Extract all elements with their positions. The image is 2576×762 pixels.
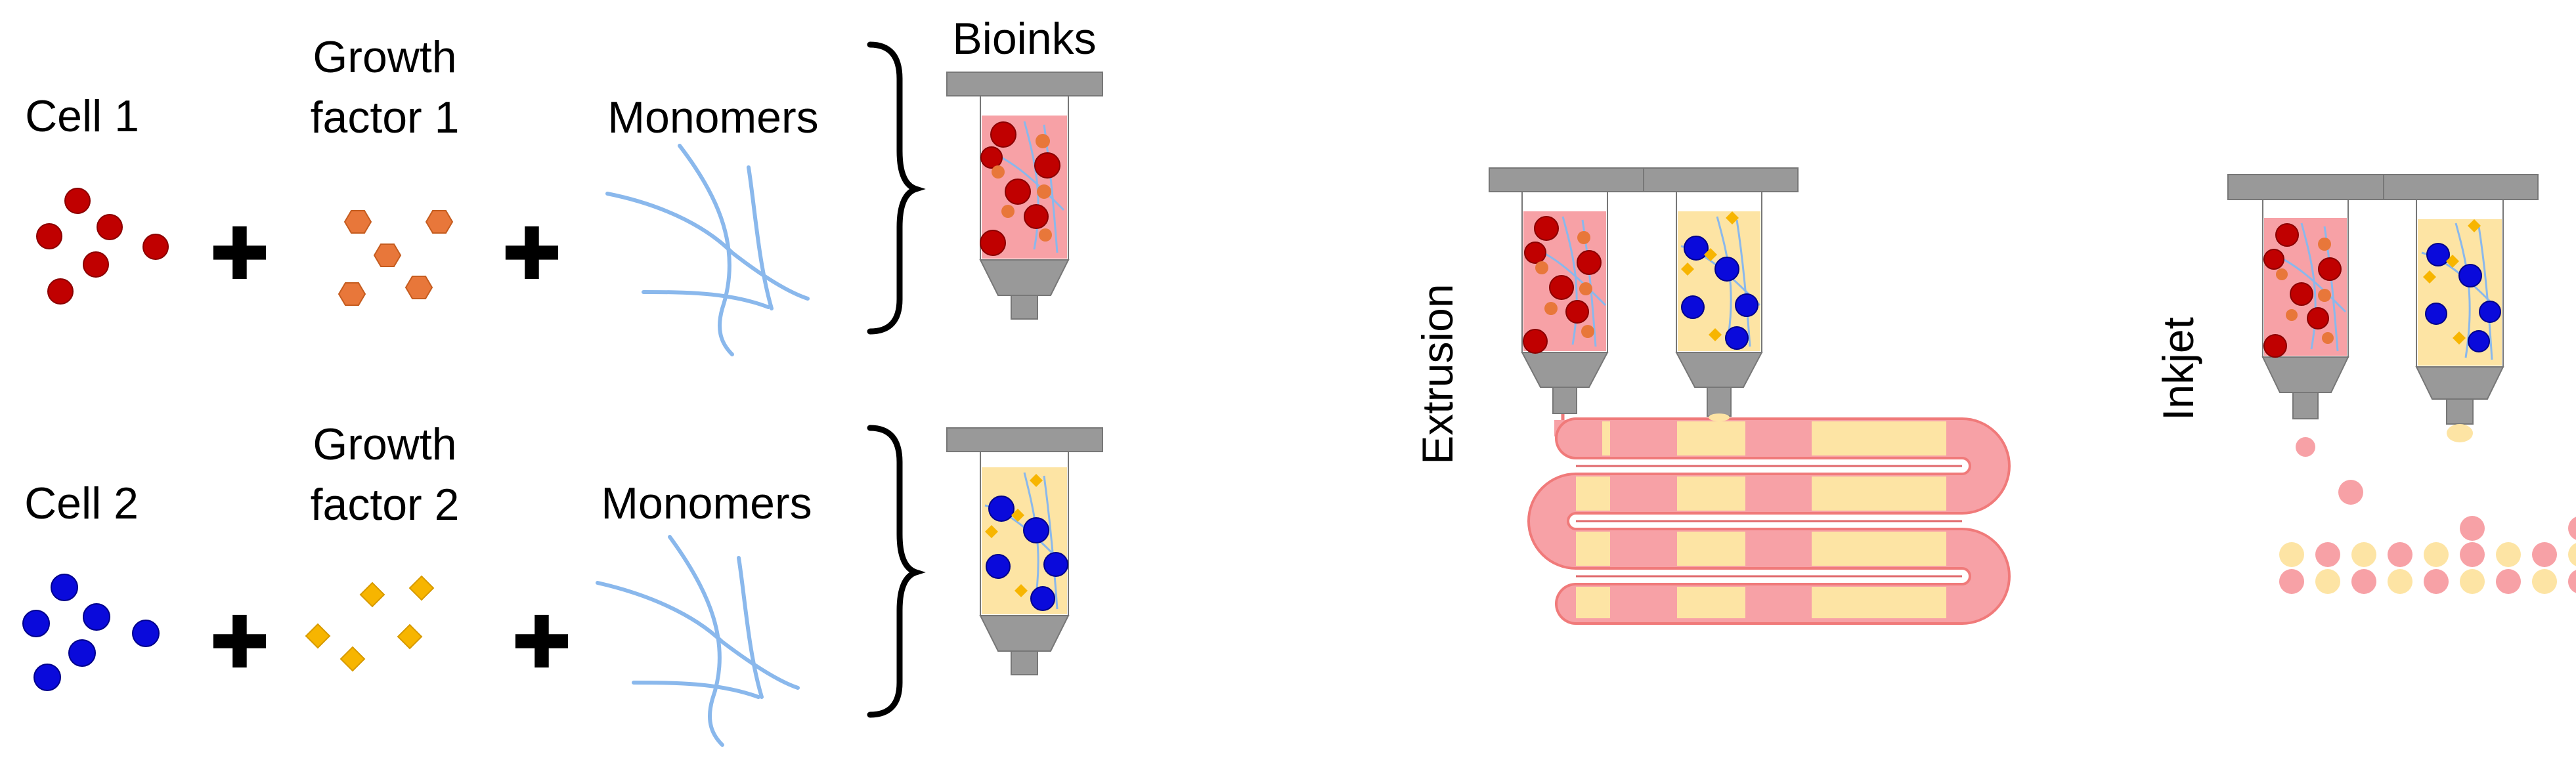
label-growth-factor-2-line-2: factor 2 [311,480,460,530]
droplet-icon [2296,437,2315,457]
syringe-icon [2383,174,2539,425]
printed-dot [2279,542,2304,567]
growth-factor-1-hexagon [343,210,372,234]
growth-factor-1-hexagon [425,210,454,234]
printed-dot [2532,569,2557,594]
plus-icon: ✚ [512,601,572,685]
droplet-icon [2338,480,2363,505]
cell-2-dot [51,574,78,601]
label-growth-factor-1-line-1: Growth [313,32,456,82]
growth-factor-1-hexagon [404,276,433,299]
printed-dot [2424,569,2449,594]
printed-dot [2315,569,2340,594]
growth-factor-2-diamond [339,646,366,672]
printed-dot [2424,542,2449,567]
printed-dot [2568,517,2576,540]
cell-2-dot [33,664,61,691]
label-group: Cell 1 Growth factor 1 Monomers Cell 2 G… [24,14,2202,530]
printed-dot [2279,569,2304,594]
growth-factor-1-hexagon [373,243,402,267]
label-cell-2: Cell 2 [24,478,139,528]
growth-factor-2-diamond [305,623,331,649]
cell-2-dot [83,603,110,631]
cell-2-dot [132,620,160,647]
cell-2-dot [68,639,96,667]
printed-dot [2568,543,2576,566]
monomers-2-strands [596,535,800,747]
plus-icon: ✚ [209,601,270,685]
plus-icon: ✚ [502,212,562,296]
printed-dot [2460,569,2485,594]
printed-dot [2460,516,2485,541]
printed-dot [2568,570,2576,593]
printed-dot [2460,542,2485,567]
growth-factor-1-group [338,210,454,306]
printed-dot [2388,569,2412,594]
cell-1-dot [47,278,74,305]
printed-dot [2388,542,2412,567]
cell-1-dot [36,223,62,249]
label-extrusion: Extrusion [1413,284,1462,464]
growth-factor-2-diamond [359,582,385,608]
cell-2-dot [22,610,50,637]
printed-dot [2496,569,2521,594]
cells-1-group [36,188,169,305]
printed-dot [2532,542,2557,567]
syringe-icon [2227,174,2384,419]
cell-1-dot [83,251,109,278]
printed-dot [2315,542,2340,567]
growth-factor-2-diamond [397,624,423,650]
label-growth-factor-1-line-2: factor 1 [311,93,460,142]
cell-1-dot [64,188,91,214]
droplet-icon-group [2296,424,2473,505]
growth-factor-2-group [305,575,435,672]
growth-factor-1-hexagon [338,282,366,306]
label-growth-factor-2-line-1: Growth [313,419,456,469]
printed-dot [2351,542,2376,567]
growth-factor-2-diamond [408,575,435,601]
label-cell-1: Cell 1 [25,91,139,141]
monomers-1-strands [605,144,810,356]
syringe-icon [1643,167,1799,421]
label-monomers-2: Monomers [601,478,812,528]
droplet-icon [2447,424,2473,442]
printed-dot [2496,542,2521,567]
cell-1-dot [142,234,169,260]
syringe-icon [946,427,1103,675]
label-bioinks: Bioinks [952,14,1096,64]
extrusion-printed-strand [1527,413,2011,625]
label-monomers-1: Monomers [607,93,818,142]
syringe-icon [1489,167,1644,414]
inkjet-printed-dots [2279,516,2576,594]
plus-icon: ✚ [209,212,270,296]
curly-brace-icon [867,41,926,335]
label-inkjet: Inkjet [2154,317,2202,421]
syringe-icon [946,72,1103,320]
printed-dot [2351,569,2376,594]
curly-brace-icon [867,425,926,718]
cells-2-group [22,574,160,691]
cell-1-dot [97,214,123,240]
